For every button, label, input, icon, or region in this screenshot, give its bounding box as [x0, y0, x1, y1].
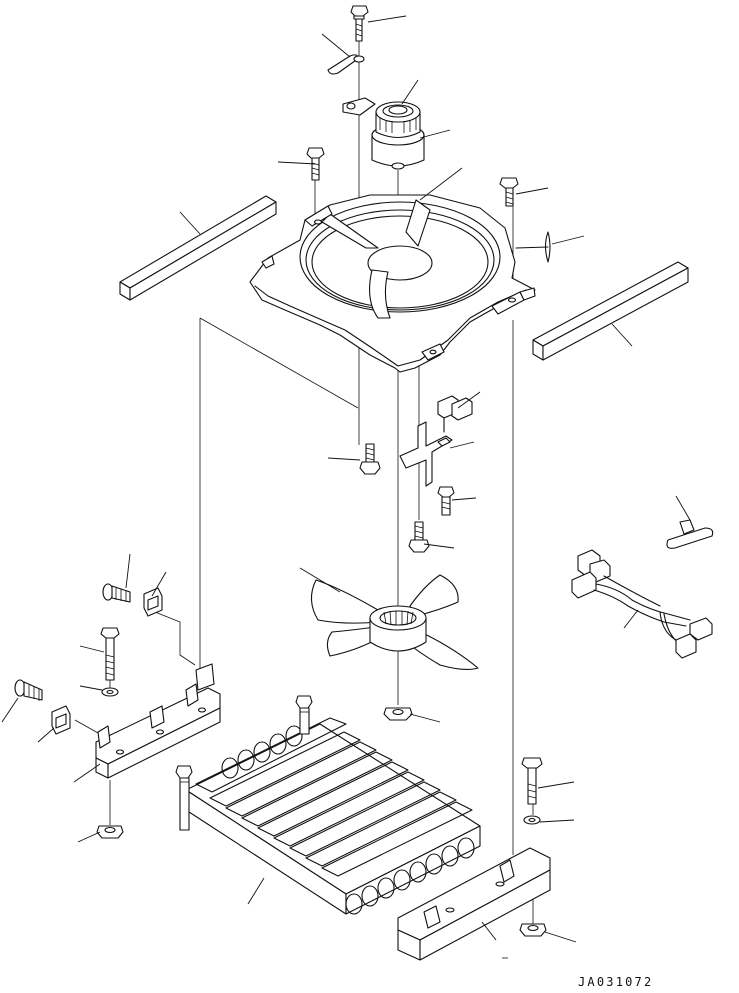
left-washer	[101, 687, 119, 697]
inlet-pipe	[175, 765, 193, 831]
top-clip	[327, 54, 365, 75]
right-long-bolt	[521, 757, 543, 805]
fan-shroud	[249, 194, 536, 373]
leader-lines	[1, 15, 691, 943]
left-support-bracket	[95, 663, 221, 779]
condenser-core	[185, 717, 481, 915]
grommet	[666, 519, 714, 549]
bracket-bolt	[437, 486, 455, 516]
outlet-pipe	[295, 695, 313, 735]
left-long-bolt	[100, 627, 120, 681]
relay-bracket	[399, 421, 453, 487]
shroud-lower-bolt	[408, 521, 430, 553]
right-washer	[523, 815, 541, 825]
top-bolt	[350, 5, 369, 42]
left-nut	[96, 825, 124, 839]
left-upper-clip	[143, 587, 163, 617]
shroud-bolt-left	[306, 147, 325, 230]
cooling-fan	[310, 574, 479, 671]
rivet	[515, 231, 551, 263]
left-side-bolt	[14, 679, 43, 701]
motor-bolt	[359, 443, 381, 475]
seal-strip-right	[532, 261, 689, 361]
right-nut	[519, 923, 547, 937]
drawing-code: JA031072	[578, 975, 653, 989]
seal-strip-left	[119, 195, 277, 301]
wiring-harness	[571, 549, 713, 659]
left-upper-bolt	[102, 583, 131, 603]
shroud-bolt-right	[499, 177, 519, 207]
left-side-clip	[51, 705, 71, 735]
right-support-bracket	[397, 847, 551, 961]
relay	[437, 395, 473, 433]
fan-nut	[383, 707, 413, 721]
fan-motor	[342, 97, 425, 170]
